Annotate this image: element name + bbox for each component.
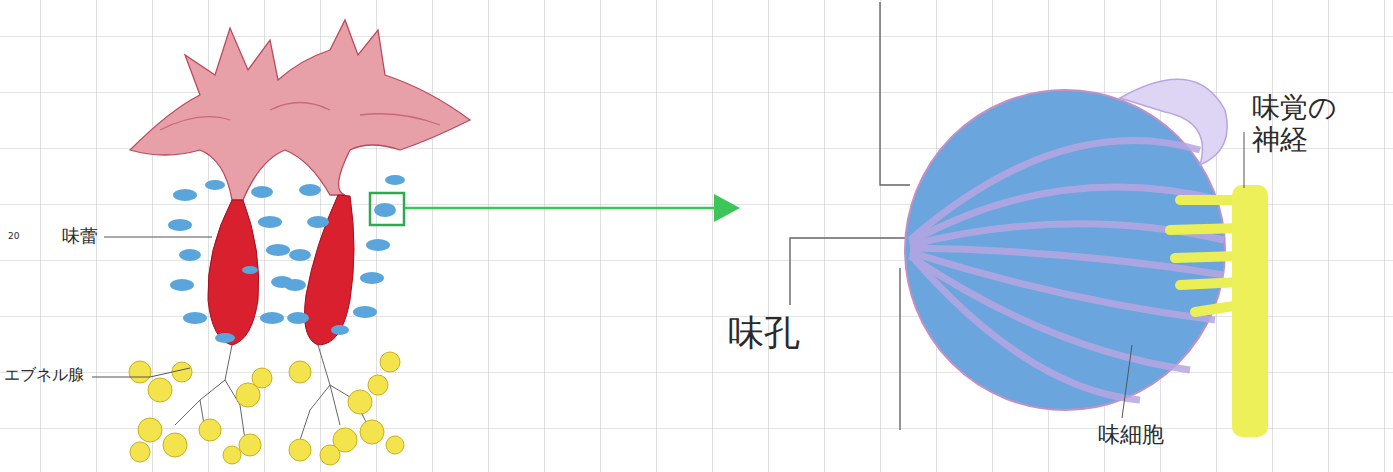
- leader-line: [104, 237, 212, 238]
- zoom-box: [370, 193, 404, 225]
- part-label: 味細胞: [1098, 422, 1164, 447]
- papilla-bodies: [208, 195, 354, 345]
- taste-bud-enlarged: [905, 79, 1227, 410]
- leader-line: [92, 368, 190, 377]
- gland-ducts: [175, 345, 370, 440]
- part-label: エブネル腺: [4, 366, 84, 384]
- papilla-tops: [130, 20, 470, 200]
- leader-line: [1244, 132, 1245, 188]
- taste-buds: [168, 175, 405, 343]
- zoom-arrow: [405, 207, 716, 210]
- part-label: 味孔: [728, 312, 800, 353]
- leader-line: [1122, 345, 1132, 418]
- ebner-glands: [129, 352, 404, 465]
- page-number: 20: [8, 231, 19, 241]
- zoom-arrowhead: [714, 194, 740, 222]
- taste-nerve: [1170, 185, 1268, 437]
- epithelium-lines: [790, 2, 910, 430]
- part-label: 味覚の 神経: [1252, 92, 1347, 156]
- part-label: 味蕾: [62, 226, 98, 247]
